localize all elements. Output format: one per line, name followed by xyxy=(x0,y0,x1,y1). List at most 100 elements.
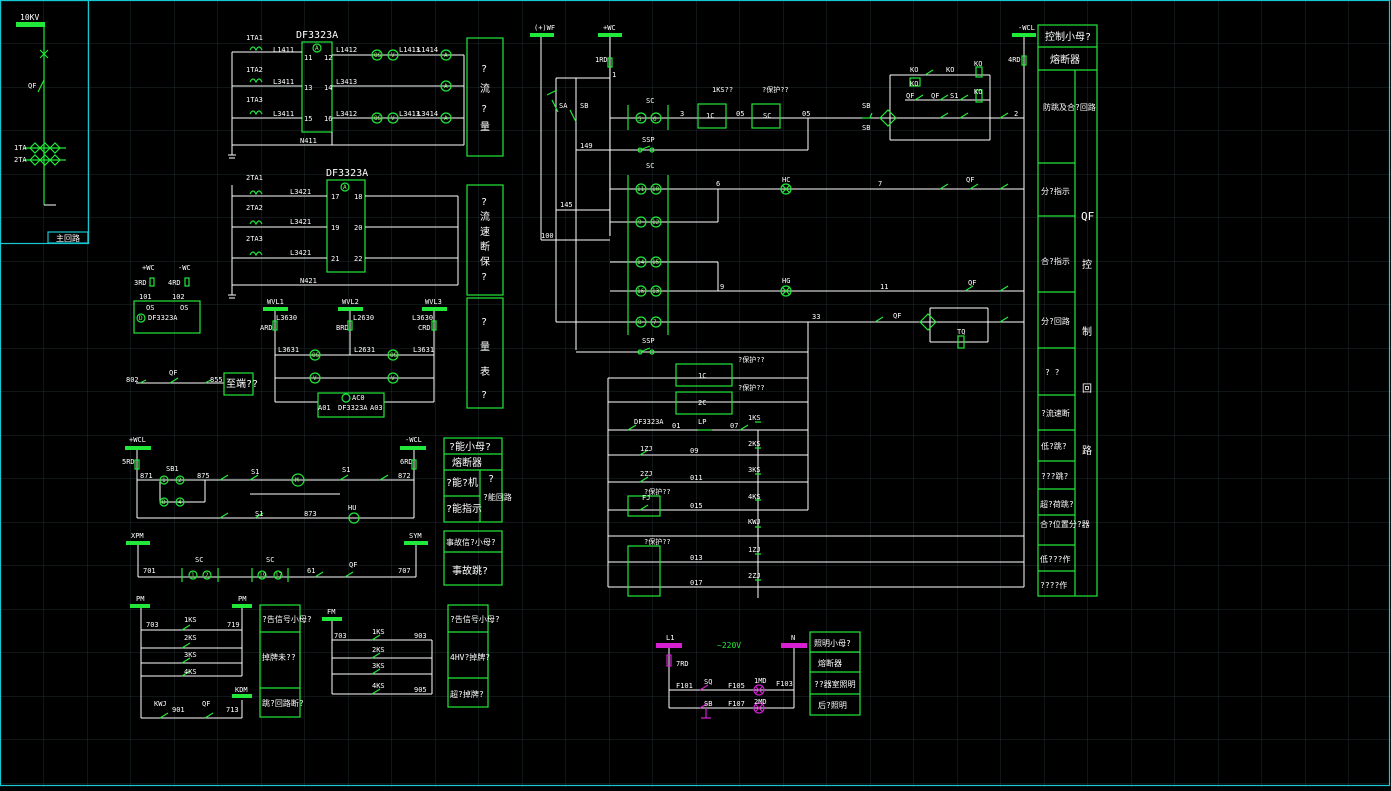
svg-text:?保护??: ?保护?? xyxy=(738,355,765,364)
svg-text:低???作: 低???作 xyxy=(1040,554,1070,564)
meter1-pin11: 11 xyxy=(304,54,312,62)
svg-text:KO: KO xyxy=(910,80,918,88)
meter1-pin16: 16 xyxy=(324,115,332,123)
svg-text:149: 149 xyxy=(580,142,593,150)
svg-text:4KS: 4KS xyxy=(748,493,761,501)
svg-text:8: 8 xyxy=(638,319,642,326)
svg-text:控制小母?: 控制小母? xyxy=(1045,30,1091,43)
svg-text:QF: QF xyxy=(202,700,210,708)
svg-text:2ZJ: 2ZJ xyxy=(640,470,653,478)
svg-text:017: 017 xyxy=(690,579,703,587)
svg-text:855: 855 xyxy=(210,376,223,384)
svg-text:703: 703 xyxy=(334,632,347,640)
meter2-wire3: L3421 xyxy=(290,249,311,257)
power-101: 101 xyxy=(139,293,152,301)
svg-text:?能?机: ?能?机 xyxy=(446,476,478,489)
svg-text:SSP: SSP xyxy=(642,136,655,144)
meter1-pin12: 12 xyxy=(324,54,332,62)
svg-text:1C: 1C xyxy=(698,372,706,380)
svg-text:903: 903 xyxy=(414,632,427,640)
svg-text:33: 33 xyxy=(812,313,820,321)
svg-text:701: 701 xyxy=(143,567,156,575)
svg-text:+WC: +WC xyxy=(603,24,616,32)
svg-text:KO: KO xyxy=(946,66,954,74)
svg-text:OS: OS xyxy=(390,352,398,359)
svg-text:KDM: KDM xyxy=(235,686,248,694)
warning-signal-circuit-2: FM 703 903 1KS 2KS 3KS 4KS 905 xyxy=(322,608,433,695)
meter1-wire3: L3411 xyxy=(273,110,294,118)
svg-text:713: 713 xyxy=(226,706,239,714)
svg-text:?: ? xyxy=(481,272,487,283)
svg-text:?: ? xyxy=(481,390,487,401)
svg-text:14: 14 xyxy=(637,259,645,266)
svg-text:2KS: 2KS xyxy=(184,634,197,642)
svg-text:QF: QF xyxy=(169,369,177,377)
meter1-dev-a1: A xyxy=(444,52,448,59)
svg-text:BRD: BRD xyxy=(336,324,349,332)
current-meter-circuit: DF3323A A OS V A A OS V A 1TA1 1TA2 1TA3… xyxy=(228,30,465,159)
ct-1ta-label: 1TA xyxy=(14,144,27,152)
svg-text:表: 表 xyxy=(480,365,490,378)
svg-text:PM: PM xyxy=(238,595,246,603)
svg-text:QF: QF xyxy=(906,92,914,100)
meter1-dev-a2: A xyxy=(444,83,448,90)
svg-text:S1: S1 xyxy=(255,510,263,518)
lighting-circuit: L1 N ~220V 7RD F101 F105 F103 F107 SQ SB… xyxy=(656,634,807,719)
svg-text:15: 15 xyxy=(652,259,660,266)
power-device: DF3323A xyxy=(148,314,178,322)
svg-text:SSP: SSP xyxy=(642,337,655,345)
meter-power-supply: +WC -WC 3RD 4RD 101 102 OS OS D DF3323A xyxy=(133,264,201,334)
svg-text:SA: SA xyxy=(559,102,568,110)
svg-text:4HV?掉牌?: 4HV?掉牌? xyxy=(450,652,490,662)
svg-text:?保护??: ?保护?? xyxy=(738,383,765,392)
svg-text:7: 7 xyxy=(653,319,657,326)
svg-text:1ZJ: 1ZJ xyxy=(640,445,653,453)
meter1-dev-v: V xyxy=(391,52,395,59)
meter1-ct-c: 1TA3 xyxy=(246,96,263,104)
svg-text:1KS: 1KS xyxy=(372,628,385,636)
meter2-neutral: N421 xyxy=(300,277,317,285)
svg-text:707: 707 xyxy=(398,567,411,575)
svg-text:照明小母?: 照明小母? xyxy=(814,639,851,648)
svg-text:DF3323A: DF3323A xyxy=(634,418,664,426)
svg-text:1KS??: 1KS?? xyxy=(712,86,733,94)
svg-text:PM: PM xyxy=(136,595,144,603)
svg-text:4RD: 4RD xyxy=(1008,56,1021,64)
lighting-voltage: ~220V xyxy=(717,641,741,650)
svg-text:KO: KO xyxy=(910,66,918,74)
voltage-bus3: WVL3 xyxy=(425,298,442,306)
svg-text:(+)WF: (+)WF xyxy=(534,24,555,32)
svg-text:2MD: 2MD xyxy=(754,698,767,706)
meter1-out5: L1414 xyxy=(417,46,438,54)
svg-text:超?荷跳?: 超?荷跳? xyxy=(1040,499,1074,509)
svg-text:+WCL: +WCL xyxy=(129,436,146,444)
svg-text:?: ? xyxy=(481,64,487,75)
svg-text:OS: OS xyxy=(312,352,320,359)
legend-warning-signal: ?告信号小母? 掉牌未?? 跳?回路断? xyxy=(259,604,312,718)
svg-text:09: 09 xyxy=(690,447,698,455)
svg-text:100: 100 xyxy=(541,232,554,240)
svg-text:5RD: 5RD xyxy=(122,458,135,466)
svg-text:2C: 2C xyxy=(698,399,706,407)
svg-text:L3630: L3630 xyxy=(276,314,297,322)
power-plus: +WC xyxy=(142,264,155,272)
svg-text:S1: S1 xyxy=(251,468,259,476)
svg-text:QF: QF xyxy=(931,92,939,100)
svg-text:11: 11 xyxy=(880,283,888,291)
svg-text:???跳?: ???跳? xyxy=(1041,471,1068,481)
svg-text:HC: HC xyxy=(782,176,790,184)
svg-text:SC: SC xyxy=(646,162,654,170)
power-fuse2: 4RD xyxy=(168,279,181,287)
svg-text:6: 6 xyxy=(716,180,720,188)
main-circuit-panel: 10KV QF 1TA 2TA 主回路 xyxy=(0,0,90,245)
svg-text:SC: SC xyxy=(763,112,771,120)
svg-text:事故跳?: 事故跳? xyxy=(452,564,488,577)
svg-text:?保护??: ?保护?? xyxy=(644,487,671,496)
svg-text:QF: QF xyxy=(966,176,974,184)
svg-text:3KS: 3KS xyxy=(184,651,197,659)
svg-text:?: ? xyxy=(488,474,494,485)
svg-text:S1: S1 xyxy=(950,92,958,100)
meter1-out3: L3412 xyxy=(336,110,357,118)
svg-text:??器室照明: ??器室照明 xyxy=(814,679,856,689)
